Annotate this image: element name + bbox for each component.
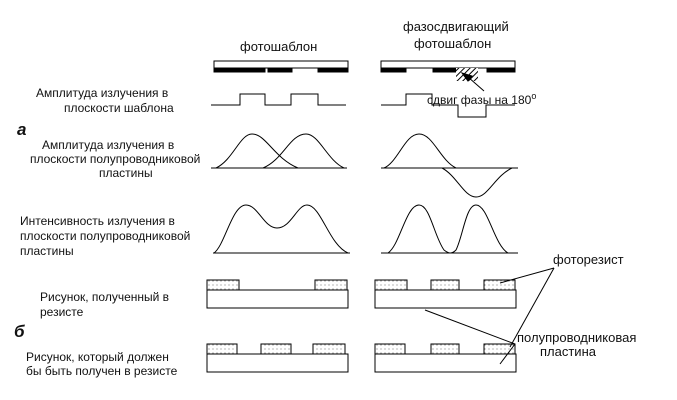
desired-pattern-right bbox=[375, 344, 516, 372]
resist-pattern-left bbox=[207, 280, 348, 308]
wafer-amplitude-right-positive bbox=[384, 134, 456, 168]
wafer-amplitude-left-peak1 bbox=[216, 134, 298, 168]
resist-pattern-right bbox=[375, 280, 516, 308]
mask-amplitude-right bbox=[381, 94, 515, 117]
wafer-intensity-left bbox=[214, 205, 348, 253]
desired-pattern-left bbox=[207, 344, 348, 372]
mask-amplitude-left bbox=[211, 94, 346, 105]
wafer-amplitude-right-negative bbox=[442, 168, 512, 197]
wafer-intensity-right bbox=[388, 205, 508, 253]
left-photomask bbox=[214, 61, 348, 72]
right-phase-shift-photomask bbox=[381, 61, 515, 81]
